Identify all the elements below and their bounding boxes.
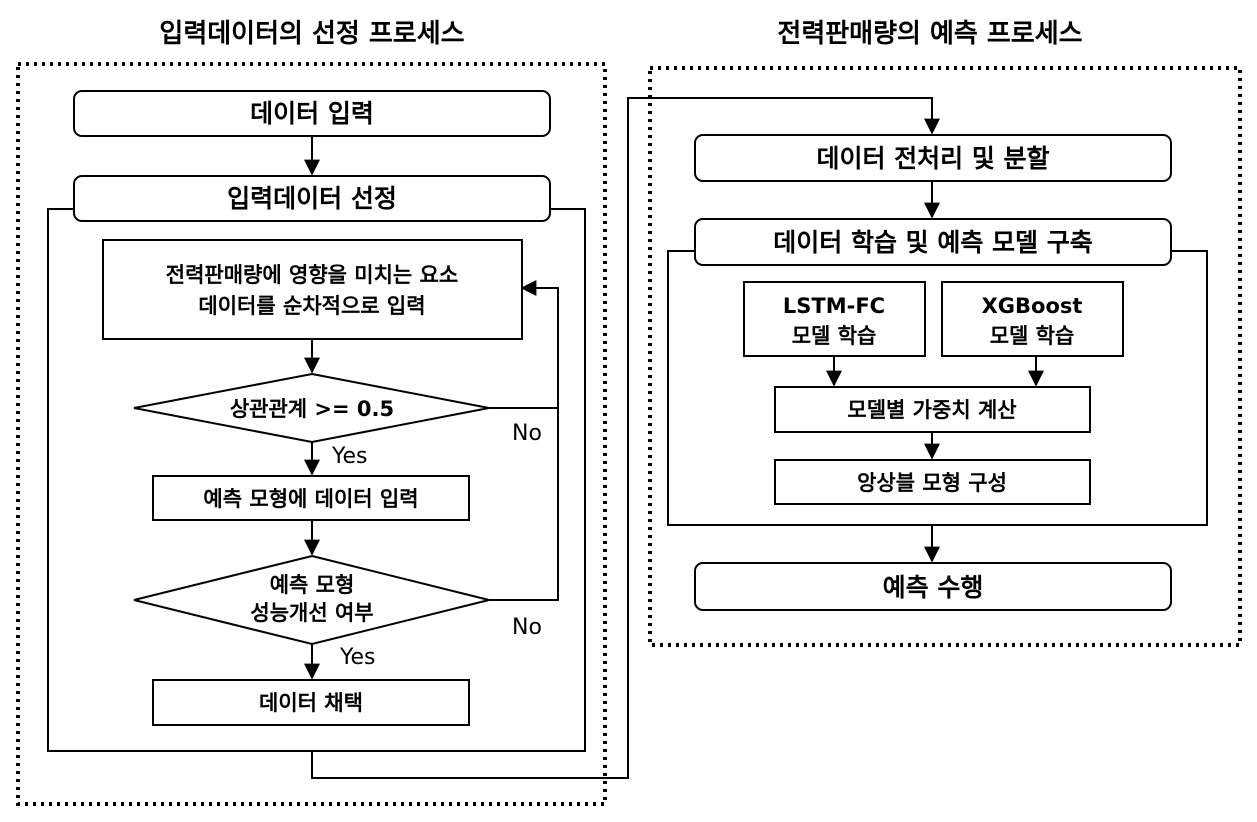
data-adoption-box	[152, 679, 470, 726]
arrow-left-to-right-panel	[311, 97, 940, 779]
model-input-label: 예측 모형에 데이터 입력	[203, 487, 418, 511]
predict-box	[694, 562, 1172, 611]
improvement-decision-line-2: 성능개선 여부	[250, 601, 373, 625]
improvement-decision-line-1: 예측 모형	[270, 573, 355, 597]
data-adoption-label: 데이터 채택	[259, 691, 363, 715]
factor-input-line-1: 전력판매량에 영향을 미치는 요소	[166, 263, 458, 287]
factor-input-line-2: 데이터를 순차적으로 입력	[198, 294, 425, 318]
model-build-label: 데이터 학습 및 예측 모델 구축	[773, 228, 1093, 257]
no-label-1: No	[512, 421, 542, 446]
ensemble-box	[774, 459, 1091, 505]
xgboost-box	[941, 281, 1124, 357]
input-selection-box	[73, 175, 551, 222]
weight-label: 모델별 가중치 계산	[847, 398, 1016, 422]
lstm-box	[743, 281, 926, 357]
line-improvement-no-loop	[489, 408, 559, 601]
yes-label-1: Yes	[331, 444, 368, 469]
no-label-2: No	[512, 615, 542, 640]
xgboost-line-2: 모델 학습	[990, 324, 1075, 348]
predict-label: 예측 수행	[883, 573, 984, 602]
yes-label-2: Yes	[339, 645, 376, 670]
left-panel-title: 입력데이터의 선정 프로세스	[159, 19, 464, 49]
arrow-correlation-no-loop	[489, 280, 559, 409]
xgboost-line-1: XGBoost	[982, 294, 1083, 318]
lstm-line-1: LSTM-FC	[783, 294, 885, 318]
right-panel-title: 전력판매량의 예측 프로세스	[777, 19, 1082, 49]
data-input-label: 데이터 입력	[250, 99, 374, 128]
improvement-decision-diamond	[133, 554, 490, 646]
preprocess-label: 데이터 전처리 및 분할	[816, 144, 1049, 173]
lstm-line-2: 모델 학습	[792, 324, 877, 348]
input-selection-label: 입력데이터 선정	[227, 184, 397, 213]
correlation-decision-label: 상관관계 >= 0.5	[230, 397, 394, 421]
weight-box	[774, 386, 1091, 433]
ensemble-label: 앙상블 모형 구성	[857, 471, 1007, 495]
factor-input-box	[102, 239, 523, 340]
model-build-box	[694, 218, 1172, 266]
